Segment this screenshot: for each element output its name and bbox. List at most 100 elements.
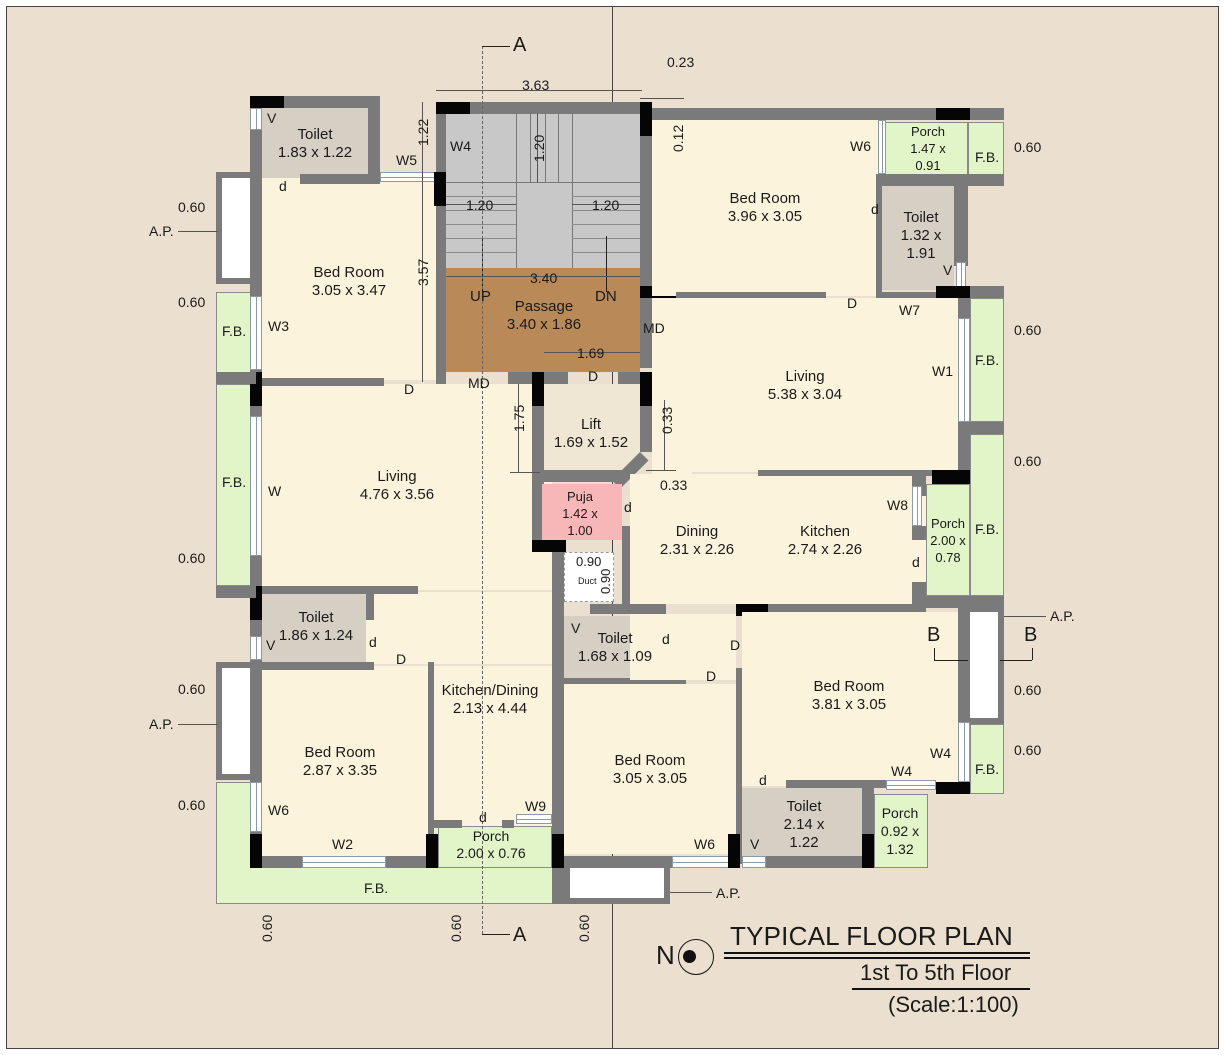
flower-bed [970, 724, 1004, 794]
ap-label: A.P. [149, 716, 174, 732]
dimension-label: 0.33 [659, 406, 675, 434]
window-w6 [250, 782, 262, 832]
opening-tag: d [871, 201, 879, 217]
opening-tag: d [369, 634, 377, 650]
dimension-label: 1.20 [531, 134, 547, 162]
stair-up-label: UP [470, 288, 491, 305]
room-right-living [652, 298, 958, 472]
dimension-label: 1.75 [511, 404, 527, 432]
room-right-corridor [630, 614, 736, 680]
opening-tag: D [404, 381, 415, 397]
window-w5 [380, 172, 436, 182]
room-right-toilet-bottom [742, 788, 862, 856]
room-right-porch-mid [926, 484, 970, 596]
dimension-label: 0.90 [576, 554, 602, 569]
ap-label: A.P. [1050, 608, 1075, 624]
section-b-label: B [1024, 624, 1038, 646]
dimension-label: 1.22 [415, 118, 431, 146]
dimension-label: 0.23 [667, 54, 695, 70]
fb-label: F.B. [975, 761, 1000, 777]
dimension-label: 0.33 [660, 477, 688, 493]
opening-tag: W6 [850, 138, 871, 154]
flower-bed [970, 434, 1004, 596]
room-right-dining-kitchen [630, 474, 926, 604]
flower-bed [968, 122, 1004, 178]
dimension-label: 0.60 [576, 914, 592, 942]
dimension-label: 0.60 [1014, 139, 1042, 155]
opening-tag: D [730, 637, 741, 653]
room-right-porch-bottom [874, 794, 928, 868]
dimension-label: 3.40 [530, 270, 558, 286]
flower-bed [970, 298, 1004, 422]
window-w [250, 416, 262, 556]
window-w1 [958, 318, 970, 422]
opening-tag: D [706, 668, 717, 684]
window [742, 856, 766, 868]
room-left-living [262, 384, 552, 590]
drawing-subtitle: 1st To 5th Floor [860, 960, 1012, 985]
fb-label: F.B. [364, 880, 389, 896]
opening-tag: V [750, 836, 760, 852]
section-a-label: A [513, 34, 527, 56]
dimension-label: 0.12 [670, 124, 686, 152]
dimension-label: 0.60 [178, 199, 206, 215]
opening-tag: W6 [694, 836, 715, 852]
opening-tag: W3 [268, 318, 289, 334]
opening-tag: d [624, 499, 632, 515]
room-right-bedroom-top [652, 114, 878, 296]
north-arrow-icon [678, 939, 714, 975]
window-w3 [250, 296, 262, 370]
fb-label: F.B. [975, 149, 1000, 165]
ap-label: A.P. [149, 223, 174, 239]
room-right-dining-kitchen [652, 452, 692, 492]
stair-down-label: DN [595, 288, 617, 305]
opening-tag: d [759, 772, 767, 788]
opening-tag: V [267, 110, 277, 126]
drawing-title: TYPICAL FLOOR PLAN [730, 921, 1013, 951]
north-label: N [656, 940, 675, 970]
room-lift [544, 384, 640, 470]
window-w6 [672, 856, 730, 868]
opening-tag: d [662, 631, 670, 647]
opening-tag: W4 [450, 138, 471, 154]
window-w9 [516, 814, 552, 824]
window-w2 [302, 856, 386, 868]
opening-tag: d [912, 554, 920, 570]
dimension-label: 0.60 [1014, 742, 1042, 758]
opening-tag: W9 [525, 798, 546, 814]
room-puja [542, 484, 622, 540]
dimension-label: 0.60 [448, 914, 464, 942]
dimension-label: 3.57 [415, 258, 431, 286]
opening-tag: MD [468, 375, 490, 391]
dimension-label: 0.90 [598, 568, 613, 594]
opening-tag: W4 [930, 745, 951, 761]
opening-tag: D [588, 368, 599, 384]
fb-label: F.B. [975, 521, 1000, 537]
opening-tag: MD [643, 320, 665, 336]
section-a-label: A [513, 924, 527, 946]
ap-label: A.P. [716, 885, 741, 901]
room-left-porch [438, 826, 552, 868]
room-centre-bedroom [564, 684, 736, 854]
opening-tag: d [279, 178, 287, 194]
window-w6 [878, 120, 886, 174]
fb-label: F.B. [222, 323, 247, 339]
window-w4 [958, 722, 970, 782]
opening-tag: W7 [899, 302, 920, 318]
opening-tag: V [266, 637, 276, 653]
section-b-label: B [927, 624, 941, 646]
dimension-label: 0.60 [178, 550, 206, 566]
